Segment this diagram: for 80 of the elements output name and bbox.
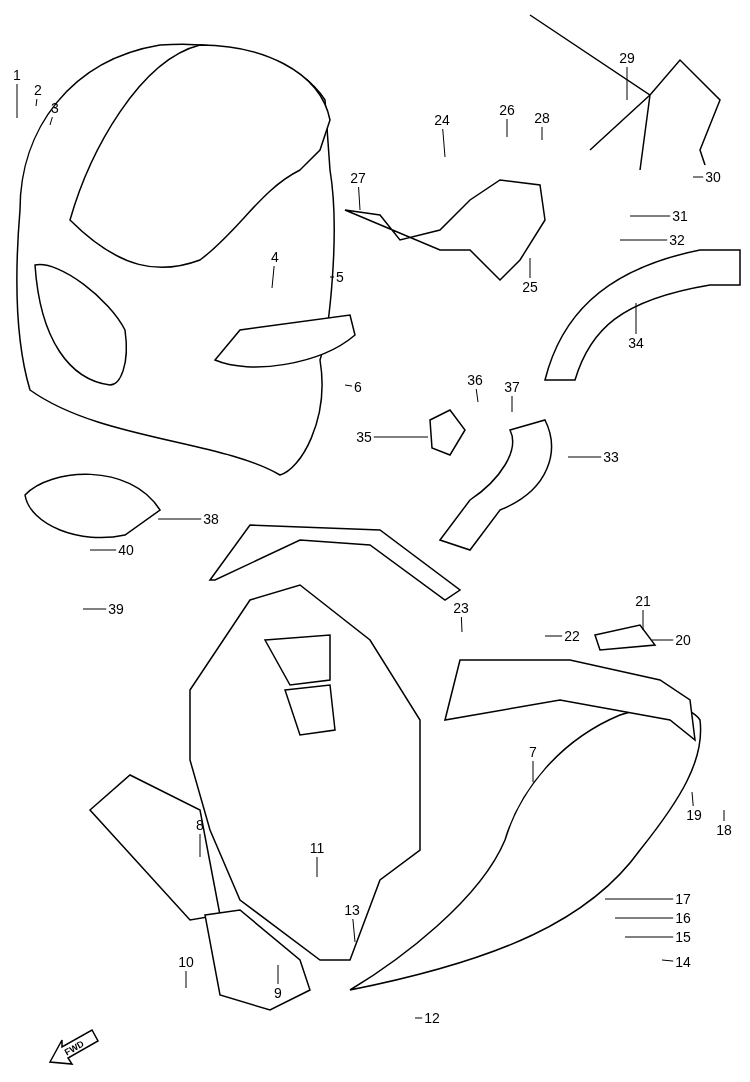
leader-line xyxy=(691,791,694,807)
callout-number: 33 xyxy=(603,450,619,464)
callout-number: 9 xyxy=(274,986,282,1000)
callout-number: 19 xyxy=(686,808,702,822)
leader-line xyxy=(358,186,361,211)
callout-number: 34 xyxy=(628,336,644,350)
leader-line xyxy=(271,265,275,289)
callout-number: 24 xyxy=(434,113,450,127)
callout-number: 30 xyxy=(705,170,721,184)
leader-line xyxy=(373,436,429,438)
callout-number: 32 xyxy=(669,233,685,247)
callout-number: 13 xyxy=(344,903,360,917)
leader-line xyxy=(49,116,53,126)
leader-line xyxy=(619,239,668,241)
callout-number: 4 xyxy=(271,250,279,264)
leader-line xyxy=(651,639,674,641)
leader-line xyxy=(460,616,463,633)
leader-line xyxy=(614,917,674,919)
direction-label: FWD xyxy=(62,1038,86,1058)
leader-line xyxy=(316,856,318,878)
callout-number: 39 xyxy=(108,602,124,616)
callout-number: 26 xyxy=(499,103,515,117)
callout-number: 12 xyxy=(424,1011,440,1025)
leader-line xyxy=(157,518,202,520)
leader-line xyxy=(352,918,356,943)
callout-number: 31 xyxy=(672,209,688,223)
callout-number: 1 xyxy=(13,68,21,82)
leader-line xyxy=(506,118,508,138)
leader-line xyxy=(89,549,117,551)
leader-line xyxy=(661,959,674,962)
leader-line xyxy=(185,970,187,989)
leader-line xyxy=(529,257,531,279)
leader-line xyxy=(541,126,543,141)
callout-number: 38 xyxy=(203,512,219,526)
leader-line xyxy=(642,609,644,631)
leader-line xyxy=(544,635,563,637)
leader-line xyxy=(414,1017,423,1019)
callout-number: 11 xyxy=(309,841,325,855)
leader-line xyxy=(82,608,107,610)
callout-number: 29 xyxy=(619,51,635,65)
leader-line xyxy=(511,395,513,413)
callout-number: 6 xyxy=(354,380,362,394)
callout-number: 27 xyxy=(350,171,366,185)
callout-number: 10 xyxy=(178,955,194,969)
callout-number: 21 xyxy=(635,594,651,608)
leader-line xyxy=(442,128,446,158)
callout-number: 25 xyxy=(522,280,538,294)
leader-line xyxy=(604,898,674,900)
callout-number: 28 xyxy=(534,111,550,125)
callout-number: 3 xyxy=(51,101,59,115)
leader-line xyxy=(692,176,704,178)
leader-line xyxy=(629,215,671,217)
leader-line xyxy=(635,302,637,335)
leader-line xyxy=(329,276,335,278)
callout-number: 22 xyxy=(564,629,580,643)
leader-line xyxy=(723,809,725,822)
leader-line xyxy=(624,936,674,938)
leader-line xyxy=(475,388,479,403)
leader-line xyxy=(277,964,279,985)
callout-number: 17 xyxy=(675,892,691,906)
leader-line xyxy=(199,833,201,858)
callout-number: 23 xyxy=(453,601,469,615)
callout-number: 16 xyxy=(675,911,691,925)
leader-line xyxy=(344,384,353,387)
leader-line xyxy=(532,760,534,783)
callout-number: 40 xyxy=(118,543,134,557)
leader-line xyxy=(35,98,38,107)
callout-number: 7 xyxy=(529,745,537,759)
leader-line xyxy=(16,83,18,119)
callout-number: 5 xyxy=(336,270,344,284)
callout-number: 37 xyxy=(504,380,520,394)
callout-number: 35 xyxy=(356,430,372,444)
callout-number: 20 xyxy=(675,633,691,647)
callout-number: 18 xyxy=(716,823,732,837)
leader-line xyxy=(567,456,602,458)
callout-number: 14 xyxy=(675,955,691,969)
leader-line xyxy=(626,66,628,101)
callout-number: 2 xyxy=(34,83,42,97)
callout-number: 36 xyxy=(467,373,483,387)
callout-number: 15 xyxy=(675,930,691,944)
